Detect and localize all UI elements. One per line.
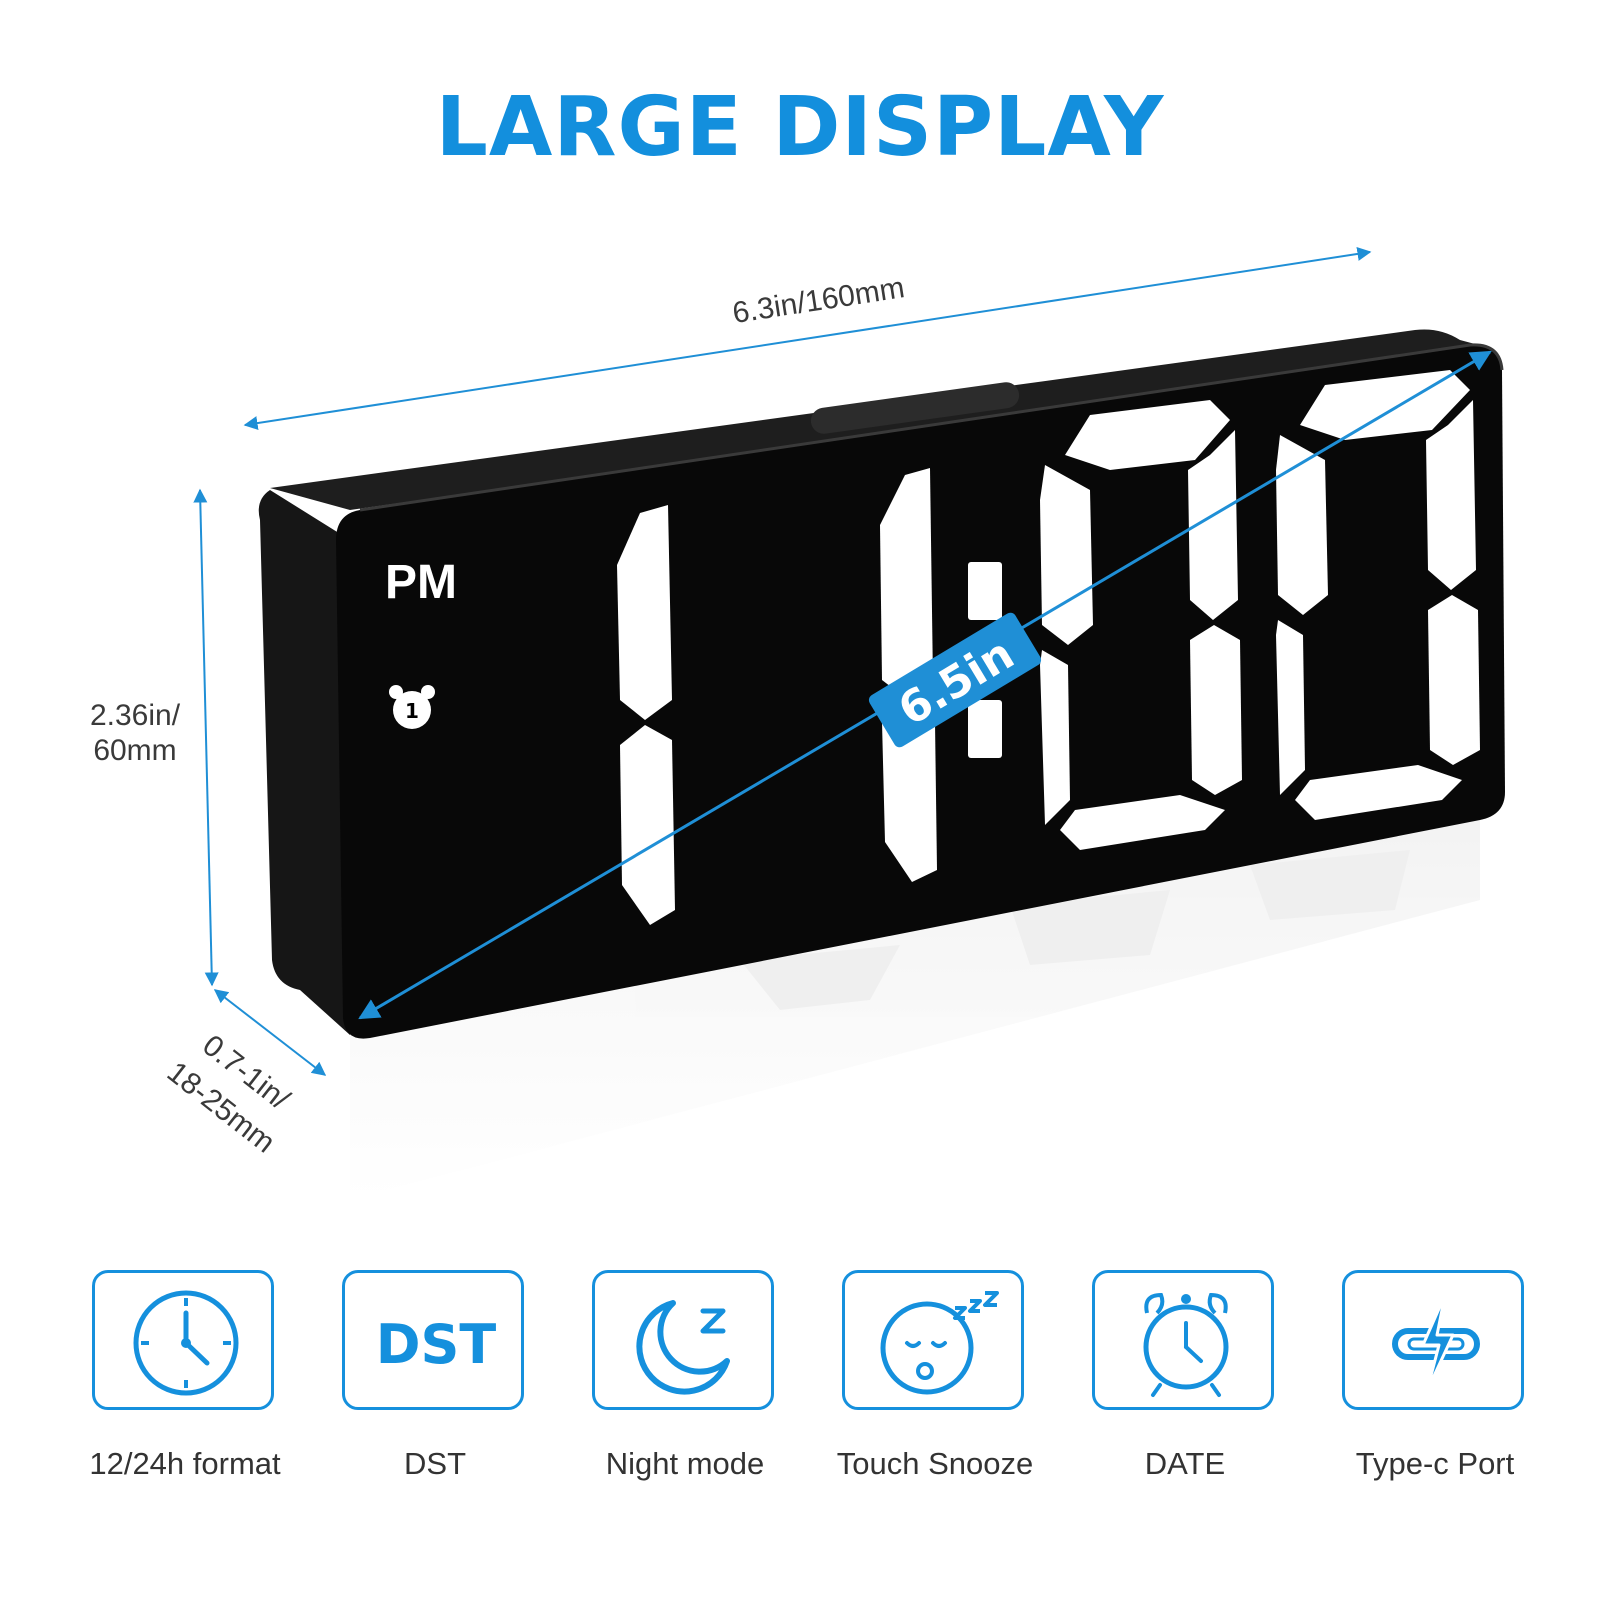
feature-date: DATE	[1092, 1270, 1278, 1481]
feature-label: Night mode	[605, 1446, 765, 1481]
feature-label: 12/24h format	[89, 1446, 281, 1481]
feature-icon-box: DST	[342, 1270, 524, 1410]
dst-icon-text: DST	[376, 1313, 497, 1376]
svg-text:1: 1	[405, 699, 419, 723]
clock-illustration: 6.3in/160mm 2.36in/ 60mm 0.7-1in/ 18-25m…	[90, 246, 1505, 1200]
pm-indicator: PM	[385, 556, 457, 609]
feature-night-mode: Night mode	[592, 1270, 778, 1481]
height-label-line2: 60mm	[93, 734, 176, 767]
alarm-clock-icon	[1143, 1292, 1229, 1397]
feature-icon-box	[842, 1270, 1024, 1410]
colon-bottom	[968, 700, 1002, 758]
colon-top	[968, 562, 1002, 620]
feature-label: DST	[404, 1446, 466, 1481]
feature-type-c: Type-c Port	[1342, 1270, 1528, 1481]
depth-dimension: 0.7-1in/ 18-25mm	[161, 989, 327, 1160]
moon-icon	[636, 1300, 730, 1395]
feature-icon-box	[1092, 1270, 1274, 1410]
charging-plug-icon	[1392, 1293, 1480, 1393]
width-label: 6.3in/160mm	[730, 271, 906, 330]
feature-icon-box	[592, 1270, 774, 1410]
feature-12-24h: 12/24h format	[89, 1270, 281, 1481]
feature-icon-box	[92, 1270, 274, 1410]
feature-label: DATE	[1144, 1446, 1226, 1481]
height-dimension: 2.36in/ 60mm	[90, 488, 219, 987]
feature-touch-snooze: Touch Snooze	[837, 1270, 1033, 1481]
dst-icon: DST	[376, 1313, 497, 1376]
clock-icon	[133, 1290, 239, 1396]
feature-icon-box	[1342, 1270, 1524, 1410]
feature-label: Touch Snooze	[836, 1446, 1034, 1481]
feature-list: 12/24h format DST DST Night mode	[0, 1270, 1600, 1500]
diagonal-badge	[868, 612, 1042, 748]
feature-dst: DST DST	[342, 1270, 528, 1481]
feature-label: Type-c Port	[1355, 1446, 1515, 1481]
page-title: LARGE DISPLAY	[435, 80, 1165, 175]
height-label-line1: 2.36in/	[90, 699, 181, 732]
sleeping-face-icon	[880, 1291, 999, 1395]
